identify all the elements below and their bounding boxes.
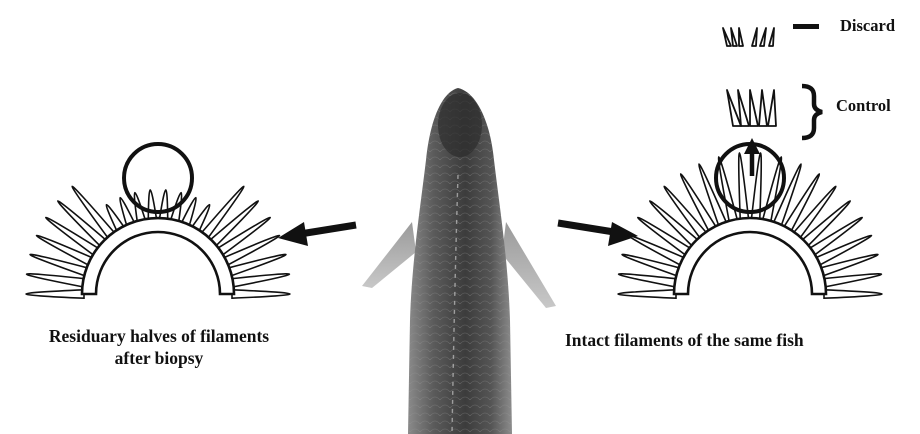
gill-filament (159, 190, 167, 221)
discard-filaments (723, 28, 774, 46)
left-caption-line-2: after biopsy (0, 348, 318, 370)
gill-filament (26, 290, 84, 298)
fish-image (362, 88, 556, 434)
left-caption: Residuary halves of filaments after biop… (0, 326, 318, 370)
fish-head (438, 93, 482, 157)
curly-brace-icon (802, 86, 822, 138)
control-filaments (727, 90, 776, 126)
left-caption-line-1: Residuary halves of filaments (0, 326, 318, 348)
discard-label: Discard (840, 16, 895, 37)
gill-filament (823, 274, 882, 287)
gill-filament (148, 190, 156, 221)
gill-filament (232, 290, 290, 298)
gill-filament (618, 290, 676, 298)
gill-filament (27, 274, 86, 287)
right-caption: Intact filaments of the same fish (565, 330, 804, 352)
left-arrow (278, 222, 356, 246)
fish-right-fin (502, 222, 556, 308)
right-arrow (558, 222, 638, 246)
biopsy-circle (124, 144, 192, 212)
gill-filament (824, 290, 882, 298)
gill-filament (231, 274, 290, 287)
fish-left-fin (362, 222, 416, 288)
gill-filament (619, 274, 678, 287)
control-label: Control (836, 96, 891, 117)
gill-arch-biopsied (26, 144, 290, 298)
dash-icon (793, 24, 819, 29)
